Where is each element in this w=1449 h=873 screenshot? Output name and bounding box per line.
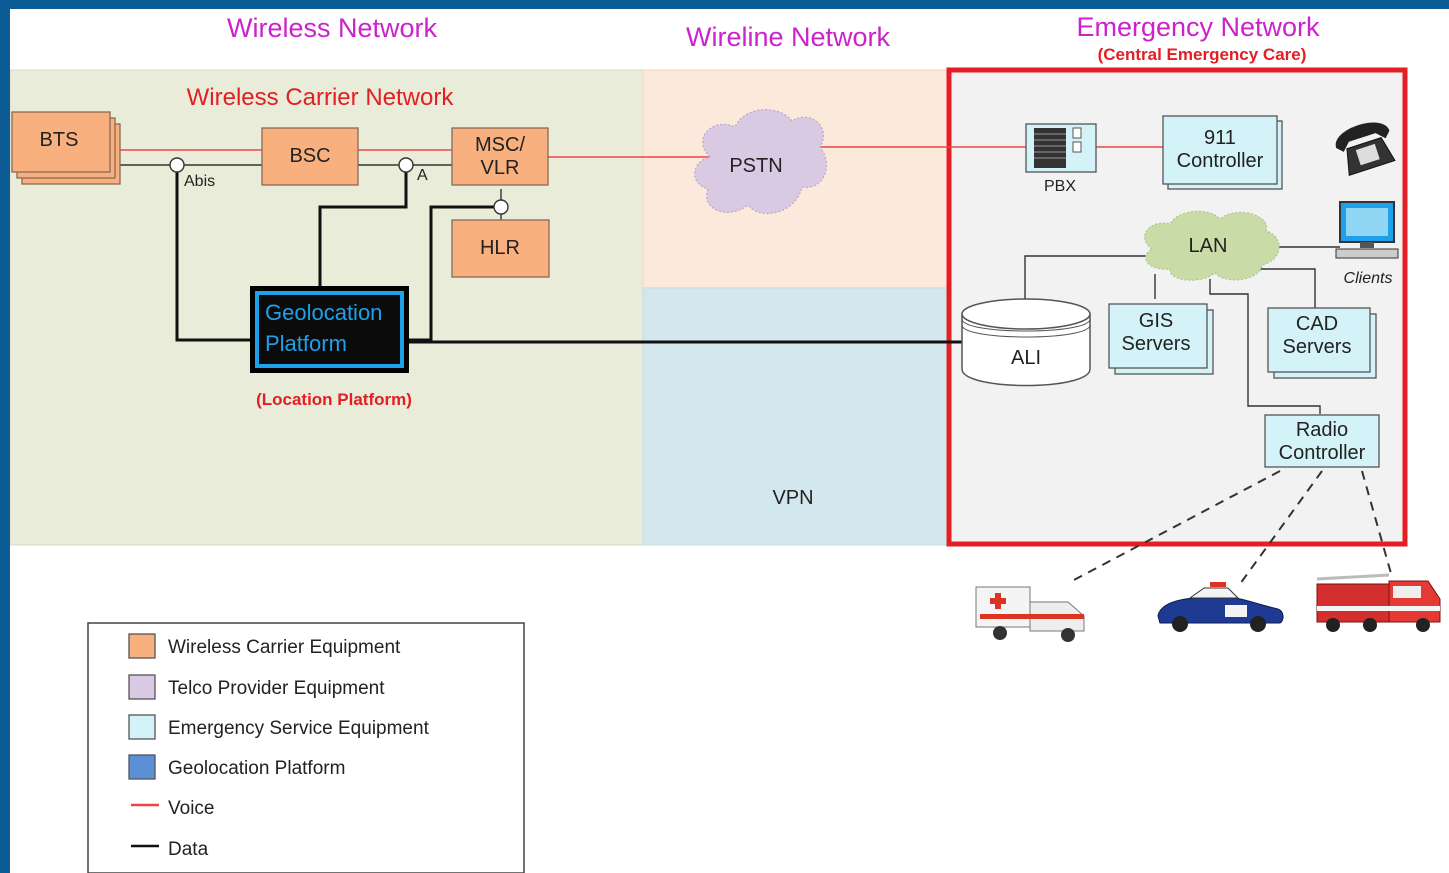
cad-label-line1: CAD [1296,313,1338,335]
a-interface-label: A [417,167,428,184]
voice-links [120,146,1163,158]
bsc-node: BSC [261,127,359,186]
hlr-node: HLR [451,219,550,278]
geolocation-platform-node: Geolocation Platform [250,286,409,373]
geo-label-line1: Geolocation [265,300,382,325]
bts-node: BTS [11,111,121,185]
gis-servers-node: GIS Servers [1108,303,1214,375]
vpn-zone [642,287,950,546]
a-interface-marker [398,157,414,173]
msc-label-line1: MSC/ [475,134,525,156]
legend-item: Telco Provider Equipment [128,674,385,700]
ambulance-icon [975,586,1085,642]
radio-links [1071,470,1393,585]
header-wireless: Wireless Network [227,13,438,43]
radio-label-line1: Radio [1296,419,1348,441]
header-emergency: Emergency Network [1076,12,1320,42]
clients-label: Clients [1344,270,1393,287]
legend-swatch [128,674,156,700]
diagram-canvas: Wireless Network Wireline Network Emerge… [10,12,1441,873]
telephone-icon [1336,122,1396,176]
hlr-link-marker [493,199,509,215]
legend-swatch [128,714,156,740]
clients-computer-icon: Clients [1335,201,1399,287]
header-emergency-sub: (Central Emergency Care) [1098,45,1307,64]
msc-label-line2: VLR [481,157,520,179]
legend-item: Wireless Carrier Equipment [128,633,401,659]
legend-swatch [128,754,156,780]
legend-item: Emergency Service Equipment [128,714,430,740]
network-diagram: Wireless Network Wireline Network Emerge… [10,9,1449,873]
gis-label-line2: Servers [1122,333,1191,355]
legend-item: Geolocation Platform [128,754,345,780]
lan-cloud: LAN [1144,210,1280,281]
police-car-icon [1157,582,1284,632]
cad-label-line2: Servers [1283,336,1352,358]
pbx-label: PBX [1044,178,1076,195]
abis-marker [169,157,185,173]
radio-controller-node: Radio Controller [1264,414,1380,468]
msc-vlr-node: MSC/ VLR [451,127,549,186]
pstn-label: PSTN [729,155,782,177]
vpn-label: VPN [772,487,813,509]
ali-database: ALI [961,298,1091,387]
controller-911-node: 911 Controller [1162,115,1283,190]
geo-label-line2: Platform [265,331,347,356]
legend-label: Data [168,839,209,860]
legend-label: Emergency Service Equipment [168,718,430,739]
header-wireline: Wireline Network [686,22,891,52]
legend-label: Geolocation Platform [168,758,345,779]
legend-label: Voice [168,798,214,819]
pstn-cloud: PSTN [694,109,828,214]
cad-servers-node: CAD Servers [1267,307,1377,379]
controller-label-line2: Controller [1177,150,1264,172]
carrier-network-title: Wireless Carrier Network [187,84,455,111]
lan-label: LAN [1189,235,1228,257]
bts-label: BTS [40,129,79,151]
bsc-label: BSC [289,145,330,167]
legend-item: Voice [131,798,214,819]
legend-swatch [128,633,156,659]
legend-label: Telco Provider Equipment [168,678,385,699]
legend-label: Wireless Carrier Equipment [168,637,401,658]
fire-truck-icon [1316,573,1441,632]
data-links [175,171,962,344]
ali-label: ALI [1011,347,1041,369]
radio-label-line2: Controller [1279,442,1366,464]
abis-label: Abis [184,173,215,190]
hlr-label: HLR [480,237,520,259]
legend-item: Data [131,839,209,860]
controller-label-line1: 911 [1204,127,1236,149]
geo-caption: (Location Platform) [256,390,412,409]
gis-label-line1: GIS [1139,310,1173,332]
pbx-node: PBX [1025,123,1097,195]
